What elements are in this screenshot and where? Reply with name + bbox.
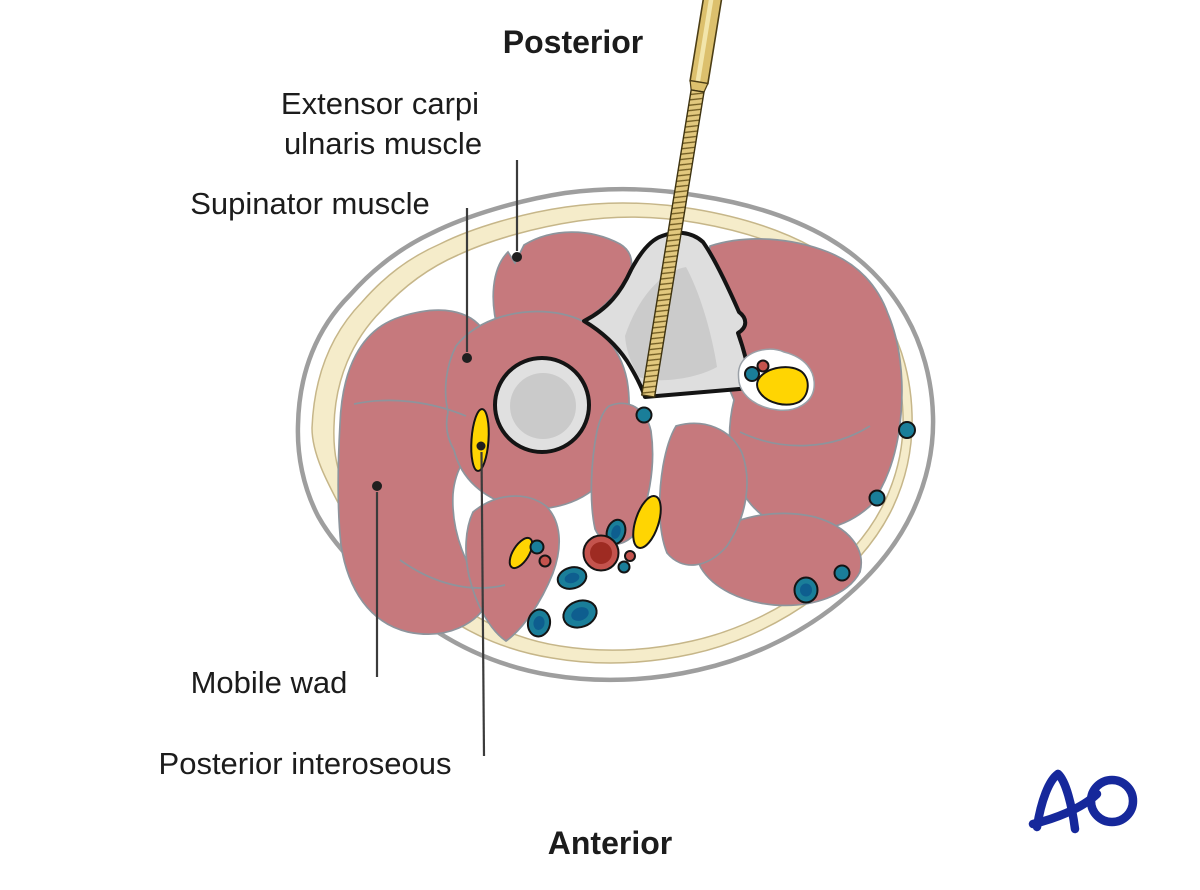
threaded-pin [640,0,726,398]
leader-line-posterior-interoseous [480,451,486,757]
muscles [337,231,903,643]
nerve-central [632,495,662,549]
vein-right-edge [898,421,916,439]
vein-above-artery-core [611,525,621,539]
artery-small-left [538,554,552,568]
leader-dot-posterior-interoseous [476,441,486,451]
leader-dot-supinator [462,353,472,363]
lower-right-muscle [696,512,862,607]
fascia-line-lower-left [399,559,506,589]
vein-bottom-left-core [533,616,545,630]
vein-small-left [529,539,545,555]
artery-main-core [590,542,612,564]
vein-central-core [564,572,580,584]
ao-logo-o [1086,775,1138,827]
ao-logo [1028,769,1138,834]
artery-small-right [624,550,636,562]
deep-column-muscle [658,422,748,566]
vein-lower-right-edge [868,489,886,507]
label-supinator: Supinator muscle [190,186,430,221]
vein-small-right [617,560,631,574]
label-ecu-line1: Extensor carpi [281,86,479,121]
vein-near-ulna [744,366,760,382]
fascia-line-right-mass [739,425,871,447]
vessels-and-nerves [470,359,916,638]
vein-bottom-right-small [833,564,851,582]
vein-central-large-core [571,607,589,621]
vein-bottom-right-large-core [800,583,812,597]
pin-threaded-section [640,89,705,398]
label-mobile-wad: Mobile wad [191,665,348,700]
vein-below-pin-tip [635,406,653,424]
leader-lines [375,160,519,757]
ao-logo-a-right-leg [1053,769,1080,834]
nerve-small-left [508,536,534,570]
radius-bone-core [510,373,576,439]
nerve-near-ulna [756,366,809,406]
fascia-line-mobile-wad [353,399,467,417]
posterior-interosseous-nerve [470,408,490,472]
label-posterior: Posterior [503,24,643,60]
labels: Posterior Extensor carpi ulnaris muscle … [159,24,673,861]
pin-shaft-highlight [695,0,717,82]
label-ecu-line2: ulnaris muscle [284,126,482,161]
vessel-cores [533,525,812,630]
ulna-bone-core [625,267,717,381]
leader-dot-mobile-wad [372,481,382,491]
fascia-lines [353,399,871,589]
artery-small-near-ulna [756,359,770,373]
leader-dots [372,252,522,491]
leader-dot-ecu [512,252,522,262]
label-anterior: Anterior [548,825,672,861]
label-posterior-interoseous: Posterior interoseous [159,746,452,781]
